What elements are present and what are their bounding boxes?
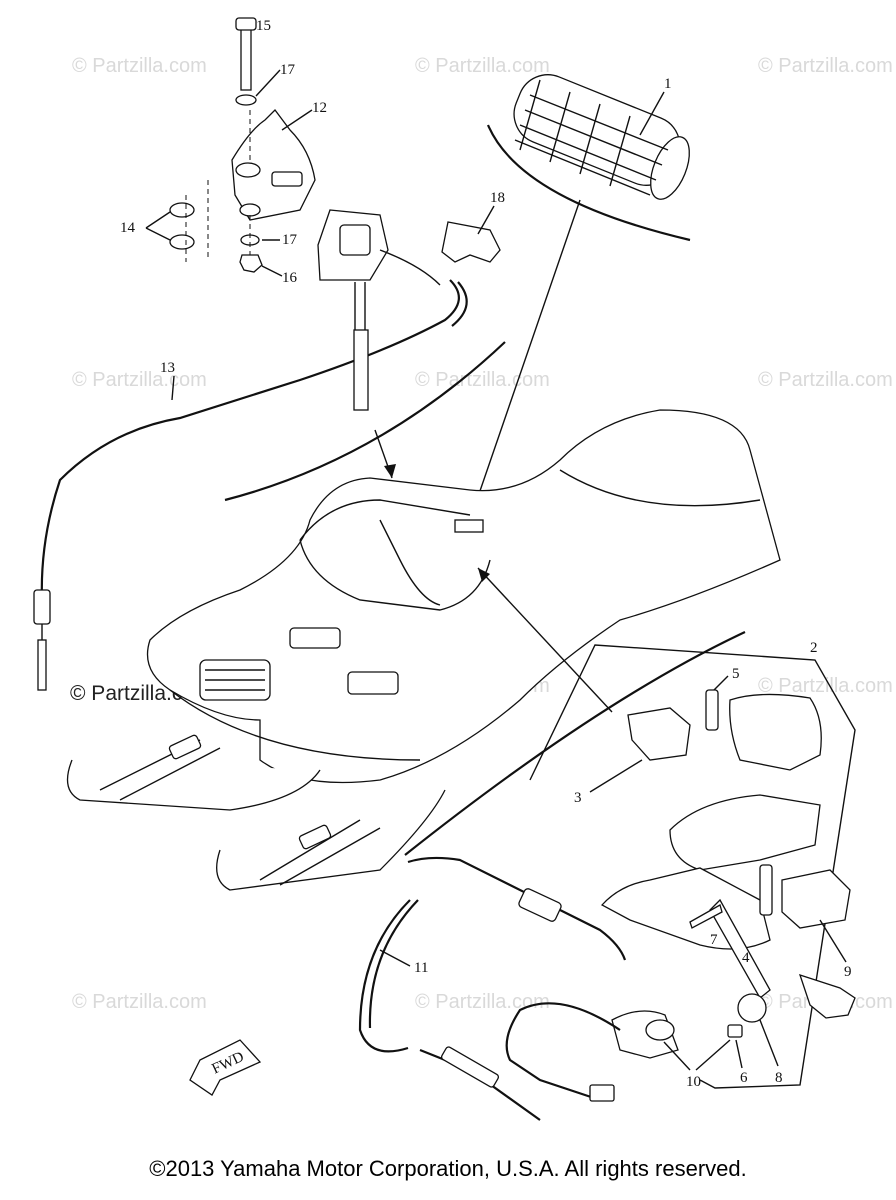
callout-14: 14 [120,220,136,236]
callout-12: 12 [312,100,327,116]
watermark: © Partzilla.com [415,991,550,1013]
callout-8: 8 [775,1070,783,1086]
watermark: © Partzilla.com [758,369,893,391]
callout-17: 17 [280,62,296,78]
callout-18: 18 [490,190,505,206]
callout-6: 6 [740,1070,748,1086]
grip-leader-arrow [469,199,581,521]
throttle-housing [317,209,441,330]
callout-7: 7 [710,932,718,948]
fwd-arrow-icon: FWD [189,1039,262,1096]
callout-10: 10 [686,1074,701,1090]
cable-end-fitting [440,1046,500,1088]
grip-bracket-line [486,124,691,242]
watermark: © Partzilla.com [72,991,207,1013]
brake-lever-assembly [600,689,856,1038]
stop-switch-part [505,1002,679,1102]
cable-end-fitting [37,639,47,691]
group-bracket-line [224,341,506,502]
callouts: 1 2 3 4 5 6 7 8 9 10 11 12 13 14 15 16 1… [120,18,852,1090]
cable-part [451,281,468,327]
watermark: © Partzilla.com [72,369,207,391]
wire-connector [353,329,369,411]
arrowhead [478,568,490,582]
callout-11: 11 [414,960,428,976]
leader-arrow [477,567,613,713]
callout-9: 9 [844,964,852,980]
group-outline [529,644,856,1089]
cable-end-fitting [33,589,51,625]
grip-part [513,74,690,200]
callout-1: 1 [664,76,672,92]
cable-sleeve [518,888,562,922]
cable-part [419,1048,541,1121]
callout-2: 2 [810,640,818,656]
callout-17: 17 [282,232,298,248]
callout-3: 3 [574,790,582,806]
cable-part [358,899,419,1053]
ski-assembly [66,734,446,891]
watermark: © Partzilla.com [72,55,207,77]
watermark: © Partzilla.com [415,369,550,391]
snowmobile-body [146,409,781,784]
clip-part [441,221,501,263]
watermark: © Partzilla.com [758,675,893,697]
watermark: © Partzilla.com [758,55,893,77]
cable-part [407,856,627,961]
watermark: © Partzilla.com [415,55,550,77]
callout-4: 4 [742,950,750,966]
callout-16: 16 [282,270,298,286]
callout-15: 15 [256,18,271,34]
callout-13: 13 [160,360,175,376]
arrowhead [384,464,396,478]
cable-part [40,279,460,601]
bracket-assembly [169,17,316,273]
copyright-notice: ©2013 Yamaha Motor Corporation, U.S.A. A… [149,1156,747,1181]
callout-5: 5 [732,666,740,682]
